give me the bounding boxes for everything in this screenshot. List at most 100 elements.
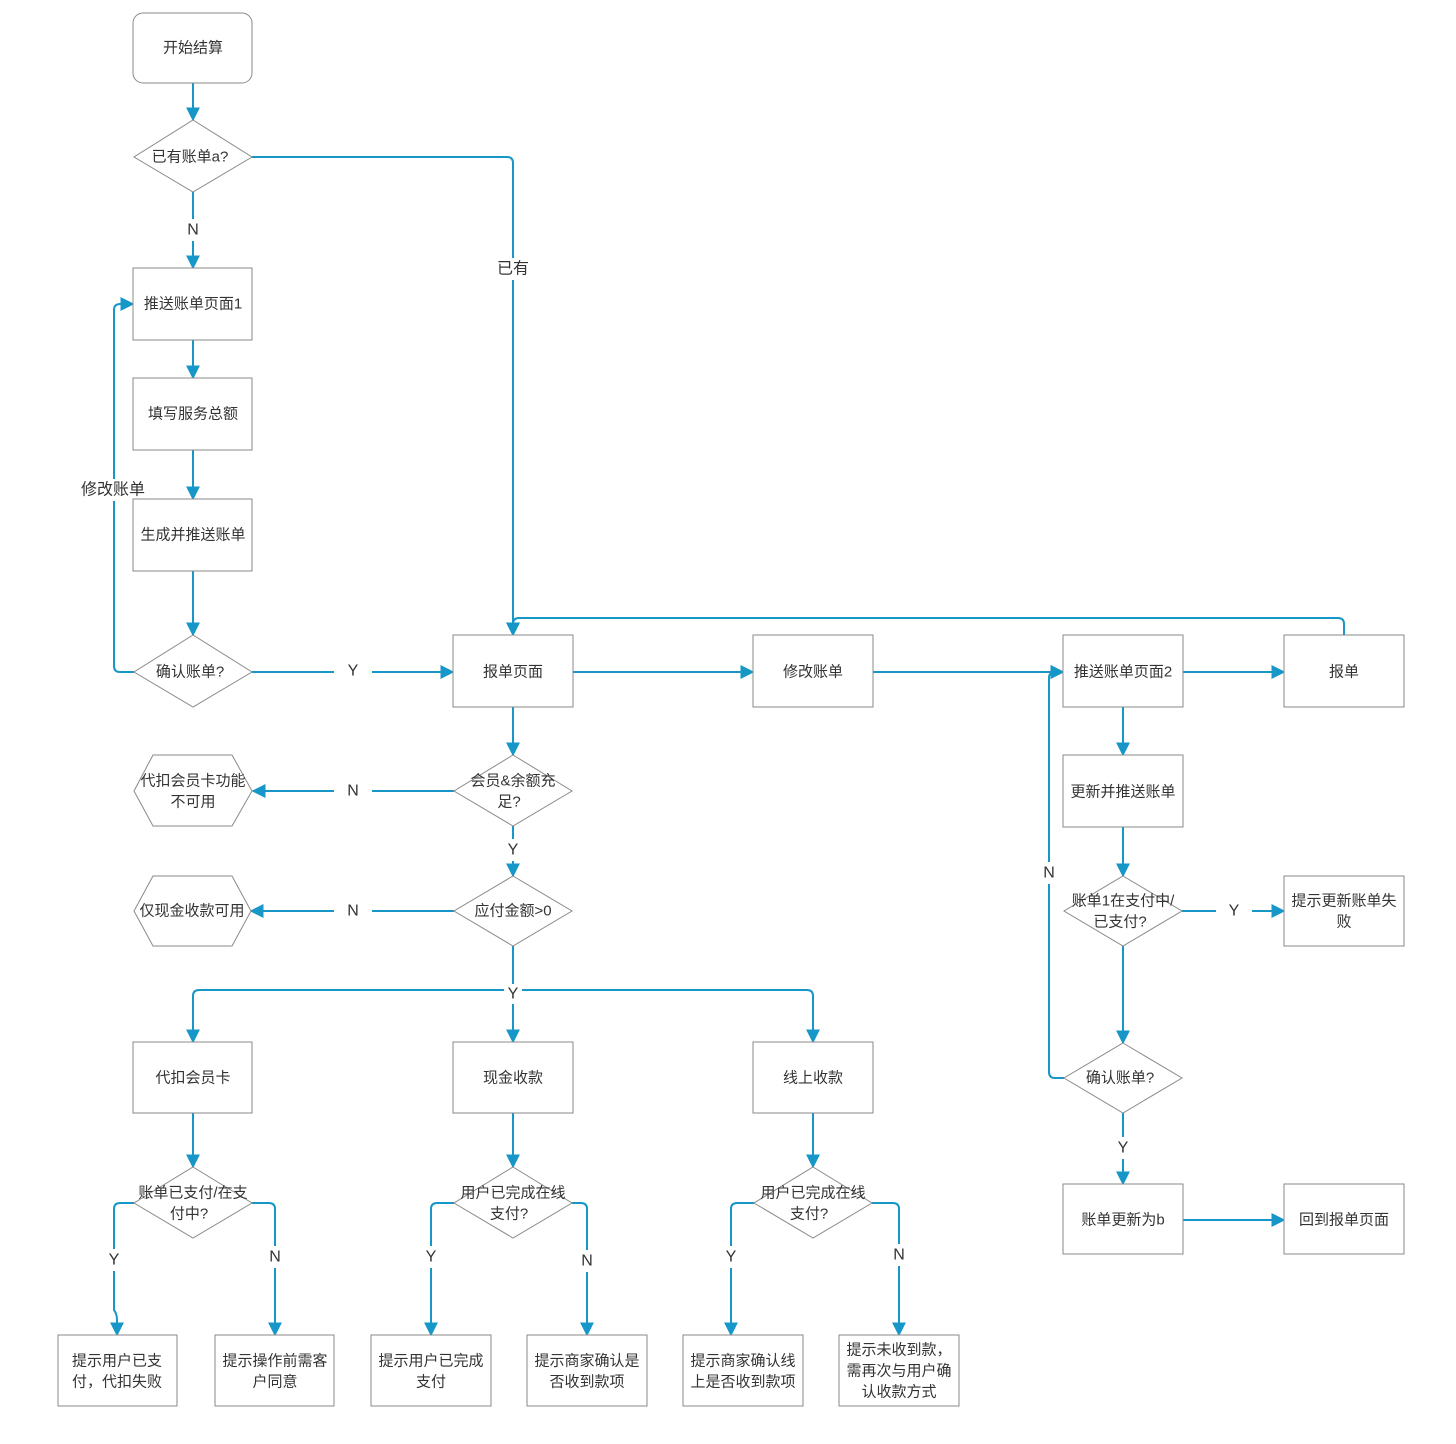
node-text: 代扣会员卡功能 xyxy=(140,773,245,790)
node-text: 付中? xyxy=(170,1206,208,1223)
svg-text:Y: Y xyxy=(348,663,359,680)
svg-text:Y: Y xyxy=(109,1252,120,1269)
node-text: 提示用户已完成 xyxy=(378,1353,483,1370)
node-generate-push: 生成并推送账单 xyxy=(132,498,253,572)
node-text: 败 xyxy=(1336,914,1351,931)
result-payment-not-received: 提示未收到款， 需再次与用户确 认收款方式 xyxy=(838,1334,960,1407)
node-text: 开始结算 xyxy=(163,39,223,57)
svg-text:N: N xyxy=(893,1247,905,1264)
label-online-no: N xyxy=(889,1244,909,1266)
node-text: 推送账单页面1 xyxy=(144,296,242,313)
svg-text:N: N xyxy=(269,1249,281,1266)
node-text: 账单更新为b xyxy=(1081,1212,1164,1229)
decision-online-paid-cash: 用户已完成在线 支付? xyxy=(453,1166,573,1239)
node-back-to-report: 回到报单页面 xyxy=(1283,1183,1405,1255)
svg-text:Y: Y xyxy=(726,1249,737,1266)
svg-text:Y: Y xyxy=(426,1249,437,1266)
decision-member-balance: 会员&余额充 足? xyxy=(453,754,573,827)
node-text: 仅现金收款可用 xyxy=(139,903,244,920)
label-has-bill-yes: 已有 xyxy=(493,258,533,280)
node-bill-updated-b: 账单更新为b xyxy=(1062,1183,1184,1255)
node-deduct-member-card: 代扣会员卡 xyxy=(132,1041,253,1114)
result-merchant-confirm-online: 提示商家确认线 上是否收到款项 xyxy=(682,1334,804,1407)
node-cash-payment: 现金收款 xyxy=(452,1041,574,1114)
svg-text:Y: Y xyxy=(508,986,519,1003)
label-modify-loop: 修改账单 xyxy=(78,479,150,501)
node-hint-update-failed: 提示更新账单失 败 xyxy=(1283,875,1405,947)
node-text: 需再次与用户确 xyxy=(846,1363,951,1380)
edge-report-back xyxy=(506,617,1345,637)
svg-text:Y: Y xyxy=(508,842,519,859)
node-text: 更新并推送账单 xyxy=(1070,784,1175,801)
label-member-yes: Y xyxy=(503,839,523,861)
label-confirm2-no: N xyxy=(1039,862,1059,884)
decision-amount-positive: 应付金额>0 xyxy=(453,875,573,947)
edge-to-deduct-card xyxy=(186,989,513,1044)
node-text: 支付? xyxy=(490,1206,528,1223)
label-cash-no: N xyxy=(577,1250,597,1272)
svg-text:修改账单: 修改账单 xyxy=(81,481,145,499)
decision-confirm-bill-1: 确认账单? xyxy=(133,634,253,708)
terminal-cash-only: 仅现金收款可用 xyxy=(133,875,252,947)
node-text: 确认账单? xyxy=(156,664,224,681)
svg-text:Y: Y xyxy=(1229,903,1240,920)
node-modify-bill: 修改账单 xyxy=(752,634,874,708)
node-text: 支付 xyxy=(416,1374,446,1391)
svg-text:已有: 已有 xyxy=(497,260,529,278)
node-text: 提示用户已支 xyxy=(72,1353,162,1370)
node-text: 现金收款 xyxy=(483,1070,543,1087)
node-text: 付，代扣失败 xyxy=(72,1374,162,1391)
node-text: 提示商家确认是 xyxy=(534,1353,639,1370)
svg-text:N: N xyxy=(1043,865,1055,882)
label-has-bill-no: N xyxy=(184,219,202,241)
decision-bill-paid: 账单已支付/在支 付中? xyxy=(133,1166,253,1239)
result-user-completed-payment: 提示用户已完成 支付 xyxy=(370,1334,492,1407)
node-fill-total: 填写服务总额 xyxy=(132,377,253,451)
node-text: 修改账单 xyxy=(783,664,843,681)
decision-confirm-bill-2: 确认账单? xyxy=(1063,1042,1183,1114)
decision-has-bill: 已有账单a? xyxy=(133,119,253,193)
label-bill1-yes: Y xyxy=(1216,900,1252,922)
node-text: 提示操作前需客 xyxy=(222,1353,327,1370)
node-push-page-2: 推送账单页面2 xyxy=(1062,634,1184,708)
decision-online-paid-online: 用户已完成在线 支付? xyxy=(753,1166,873,1239)
node-online-payment: 线上收款 xyxy=(752,1041,874,1114)
node-text: 线上收款 xyxy=(783,1070,843,1087)
node-text: 报单 xyxy=(1329,664,1359,681)
edge-paid-no xyxy=(252,1202,282,1337)
edge-online-yes xyxy=(724,1202,754,1337)
label-paid-no: N xyxy=(265,1246,285,1268)
label-confirm2-yes: Y xyxy=(1113,1137,1133,1159)
node-text: 提示更新账单失 xyxy=(1291,893,1396,910)
svg-text:N: N xyxy=(581,1253,593,1270)
label-amount-no: N xyxy=(334,900,372,922)
node-text: 账单1在支付中/ xyxy=(1072,893,1175,910)
svg-text:N: N xyxy=(187,222,199,239)
node-report: 报单 xyxy=(1283,634,1405,708)
label-online-yes: Y xyxy=(721,1246,741,1268)
edge-cash-yes xyxy=(424,1202,454,1337)
svg-text:Y: Y xyxy=(1118,1140,1129,1157)
result-merchant-confirm-cash: 提示商家确认是 否收到款项 xyxy=(526,1334,648,1407)
label-member-no: N xyxy=(334,780,372,802)
label-confirm1-yes: Y xyxy=(334,660,372,682)
label-amount-yes: Y xyxy=(504,984,522,1004)
node-text: 提示商家确认线 xyxy=(690,1353,795,1370)
svg-text:N: N xyxy=(347,783,359,800)
node-text: 已支付? xyxy=(1093,914,1146,931)
node-text: 推送账单页面2 xyxy=(1074,664,1172,681)
node-text: 生成并推送账单 xyxy=(140,527,245,544)
node-text: 报单页面 xyxy=(483,664,543,681)
result-user-paid-deduct-failed: 提示用户已支 付，代扣失败 xyxy=(57,1334,178,1407)
node-text: 账单已支付/在支 xyxy=(138,1185,247,1202)
node-start: 开始结算 xyxy=(132,12,253,84)
node-text: 用户已完成在线 xyxy=(460,1185,565,1202)
node-text: 上是否收到款项 xyxy=(690,1374,795,1391)
edge-cash-no xyxy=(572,1202,594,1337)
node-update-push: 更新并推送账单 xyxy=(1062,754,1184,828)
decision-bill1-paying: 账单1在支付中/ 已支付? xyxy=(1063,875,1183,947)
edge-online-no xyxy=(872,1202,906,1337)
node-text: 足? xyxy=(497,794,520,811)
node-text: 认收款方式 xyxy=(861,1384,936,1401)
